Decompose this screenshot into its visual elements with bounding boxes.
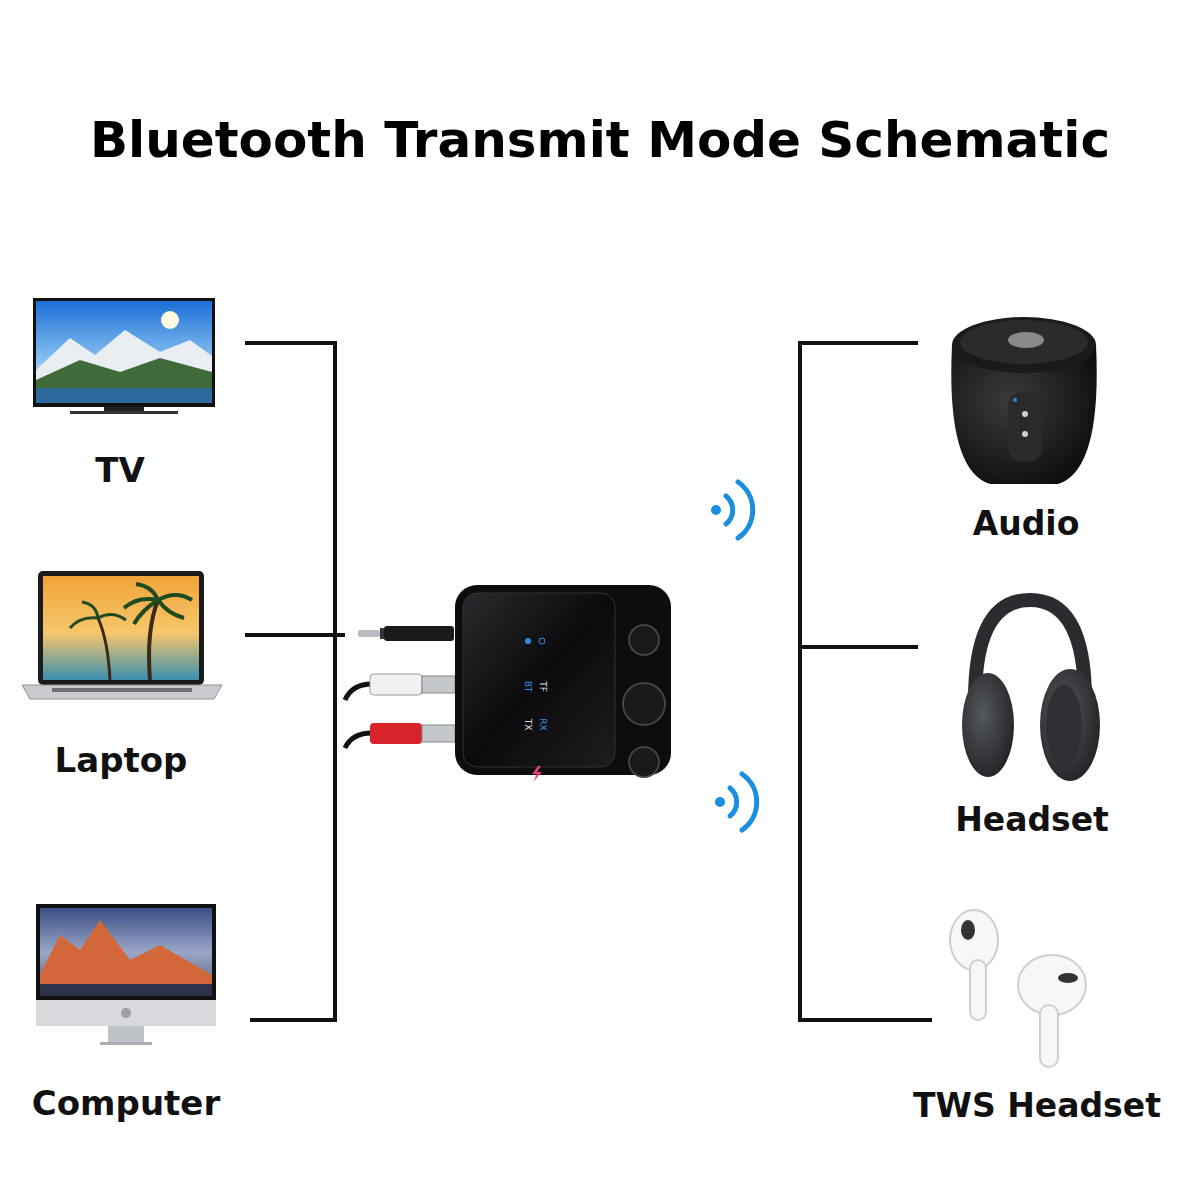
transmitter-node: BTTFTXRX	[345, 582, 673, 778]
jack-tip	[358, 630, 380, 637]
speaker-controls	[1008, 392, 1042, 462]
rca-white-plug	[370, 674, 422, 695]
rca-ring	[422, 676, 455, 693]
imac-frame	[36, 904, 216, 1000]
palm-trunk	[149, 600, 158, 680]
transmitter-panel	[463, 593, 615, 767]
panel-marking: RX	[537, 704, 548, 744]
device-node: TWS Headset	[905, 900, 1170, 1130]
device-label: TV	[0, 450, 270, 491]
imac-chin	[36, 1000, 216, 1026]
button	[623, 683, 665, 725]
imac-logo	[121, 1008, 131, 1018]
imac-foot	[100, 1042, 152, 1045]
wave-arc	[742, 774, 757, 830]
indicator-icon	[539, 638, 545, 644]
laptop-keys	[52, 688, 192, 692]
tv-hills	[36, 358, 212, 388]
tv-stand	[104, 407, 144, 411]
jack-body	[384, 626, 454, 641]
earbud-mesh	[961, 920, 975, 940]
imac-stand	[108, 1026, 144, 1042]
panel-marking: BT	[522, 666, 533, 706]
laptop-screen	[43, 576, 199, 680]
imac-screen	[40, 908, 212, 996]
device-label: Laptop	[0, 740, 271, 781]
wave-arc	[738, 482, 753, 538]
imac-dock-area	[40, 984, 212, 996]
ear-cup	[962, 673, 1014, 777]
device-node: Computer	[30, 900, 250, 1125]
speaker-key	[1022, 411, 1028, 417]
rca-cable	[345, 684, 372, 700]
speaker-button	[1008, 332, 1044, 348]
diagram-title: Bluetooth Transmit Mode Schematic	[0, 108, 1200, 172]
jack-ring	[380, 628, 384, 639]
device-label: Headset	[882, 800, 1182, 840]
rca-ring	[422, 725, 455, 742]
earbud-stem	[1040, 1005, 1058, 1067]
button	[629, 625, 659, 655]
rca-cable	[345, 733, 372, 748]
device-node: TV	[30, 295, 245, 495]
wave-dot	[715, 797, 725, 807]
tv-frame	[33, 298, 215, 407]
speaker-top	[952, 317, 1096, 373]
earbud-mesh	[1058, 973, 1078, 983]
ear-cup-cushion	[1046, 685, 1082, 765]
panel-marking: TF	[537, 666, 548, 706]
wave-dot	[711, 505, 721, 515]
connector-line	[245, 343, 345, 635]
transmitter-body	[455, 585, 671, 775]
ear-cup	[1040, 669, 1100, 781]
wave-arc	[726, 496, 733, 524]
speaker-key	[1022, 431, 1028, 437]
wave-arc	[730, 788, 737, 816]
device-label: Audio	[876, 504, 1176, 544]
imac-mountains	[40, 920, 212, 996]
tv-sun	[161, 311, 179, 329]
earbud-stem	[970, 960, 986, 1020]
power-icon	[532, 766, 542, 782]
rca-red-plug	[370, 723, 422, 744]
device-node: Laptop	[18, 565, 245, 785]
button	[629, 747, 659, 777]
speaker-top-inner	[960, 320, 1088, 364]
connector-line	[245, 633, 345, 637]
palm-leaves	[70, 602, 126, 628]
device-node: Headset	[950, 595, 1115, 845]
output-bracket	[800, 343, 932, 1020]
laptop-base	[22, 685, 222, 699]
connector-line	[250, 635, 345, 1020]
device-label: TWS Headset	[887, 1086, 1187, 1126]
panel-marking: TX	[522, 704, 533, 744]
speaker-led	[1013, 398, 1017, 402]
tv-lake	[36, 388, 212, 403]
tv-screen	[36, 301, 212, 403]
palm-trunk	[98, 618, 110, 680]
indicator-icon	[525, 638, 531, 644]
device-label: Computer	[0, 1083, 276, 1124]
device-node: Audio	[940, 310, 1105, 545]
palm-leaves	[124, 584, 192, 624]
tv-base	[70, 411, 178, 414]
laptop-lid	[38, 571, 204, 685]
